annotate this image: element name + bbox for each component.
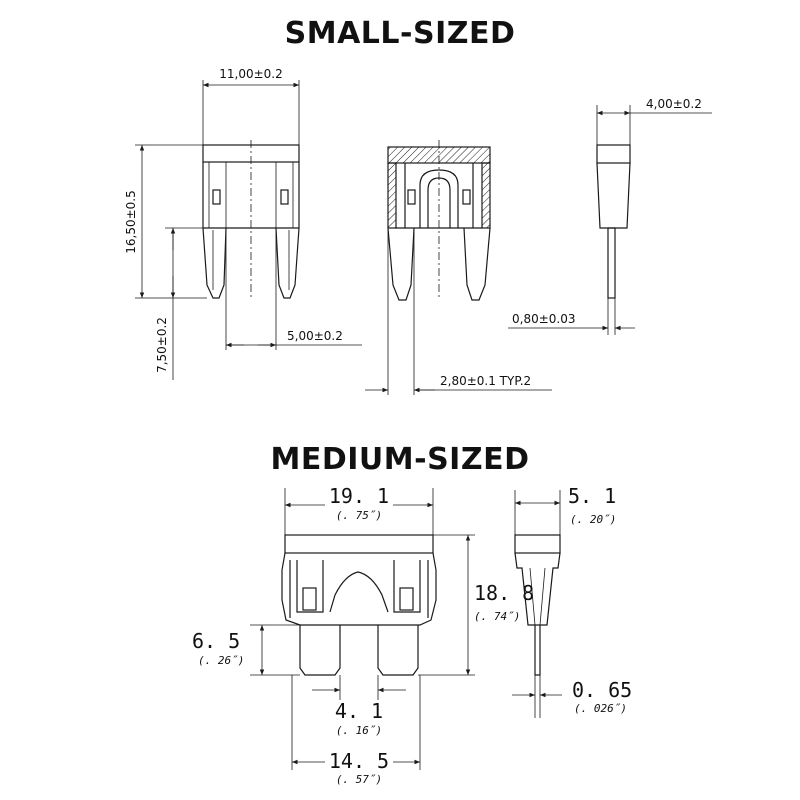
small-section-fusible-link	[419, 169, 459, 228]
small-blade-length-label: 7,50±0.2	[155, 317, 169, 373]
small-blade-gap-label: 5,00±0.2	[287, 329, 343, 343]
small-section-blade-left	[387, 227, 415, 301]
medium-overall-width-dimension	[291, 675, 421, 770]
medium-side-head	[514, 534, 561, 554]
medium-front-head	[284, 534, 434, 554]
small-sized-title: SMALL-SIZED	[284, 16, 516, 51]
medium-blade-gap-label: 4. 1	[335, 699, 383, 723]
medium-width-label: 19. 1	[329, 484, 389, 508]
medium-front-blade-right	[377, 625, 419, 676]
small-side-head	[596, 144, 631, 164]
small-front-view	[202, 140, 300, 300]
medium-thickness-dimension	[514, 490, 561, 535]
small-blade-thickness-dimension	[508, 298, 635, 335]
medium-front-blade-left	[299, 625, 341, 676]
small-front-window-left	[212, 189, 221, 205]
small-thickness-dimension	[596, 105, 712, 145]
medium-side-body	[514, 552, 561, 626]
small-height-label: 16,50±0.5	[124, 190, 138, 254]
small-front-blade-right	[275, 227, 300, 299]
medium-width-dimension	[284, 488, 434, 535]
small-blade-width-dimension	[365, 228, 552, 395]
medium-front-window-right	[399, 587, 414, 611]
medium-blade-length-inch-label: (. 26˝)	[198, 654, 244, 667]
medium-thickness-inch-label: (. 20˝)	[570, 513, 616, 526]
medium-height-dimension	[418, 534, 475, 676]
medium-front-window-left	[302, 587, 317, 611]
medium-front-fusible-link	[329, 571, 389, 613]
small-blade-width-label: 2,80±0.1 TYP.2	[440, 374, 531, 388]
small-blade-gap-dimension	[225, 228, 362, 350]
small-section-view	[387, 140, 491, 301]
medium-sized-title: MEDIUM-SIZED	[270, 442, 530, 477]
medium-front-view	[281, 534, 437, 676]
small-side-view	[596, 144, 631, 299]
small-side-blade	[607, 227, 616, 299]
medium-width-inch-label: (. 75˝)	[336, 509, 382, 522]
medium-height-inch-label: (. 74˝)	[474, 610, 520, 623]
medium-overall-width-label: 14. 5	[329, 749, 389, 773]
small-thickness-label: 4,00±0.2	[646, 97, 702, 111]
small-front-blade-left	[202, 227, 227, 299]
small-width-dimension	[202, 80, 300, 145]
small-section-blade-right	[463, 227, 491, 301]
small-height-dimension	[135, 144, 207, 299]
medium-blade-gap-dimension	[312, 675, 406, 700]
medium-side-blade	[534, 625, 541, 676]
medium-thickness-label: 5. 1	[568, 484, 616, 508]
medium-front-body	[281, 552, 437, 626]
medium-side-view	[514, 534, 561, 676]
small-width-label: 11,00±0.2	[219, 67, 283, 81]
medium-blade-length-label: 6. 5	[192, 629, 240, 653]
medium-blade-thickness-dimension	[512, 675, 562, 718]
medium-blade-gap-inch-label: (. 16˝)	[336, 724, 382, 737]
small-blade-length-dimension	[165, 227, 203, 380]
medium-blade-length-dimension	[250, 624, 300, 676]
small-side-body	[596, 162, 631, 229]
medium-blade-thickness-inch-label: (. 026˝)	[574, 702, 627, 715]
small-front-window-right	[280, 189, 289, 205]
medium-overall-width-inch-label: (. 57˝)	[336, 773, 382, 786]
medium-blade-thickness-label: 0. 65	[572, 678, 632, 702]
small-blade-thickness-label: 0,80±0.03	[512, 312, 576, 326]
